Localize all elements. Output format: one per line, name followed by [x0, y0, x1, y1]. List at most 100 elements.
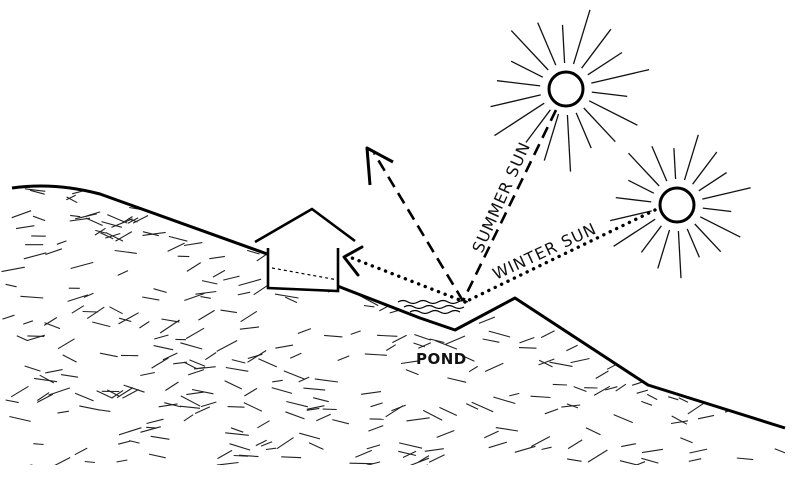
hatch-stroke	[26, 334, 45, 342]
hatch-stroke	[621, 443, 637, 448]
hatch-stroke	[484, 430, 499, 439]
hatch-stroke	[237, 291, 251, 296]
hatch-stroke	[414, 333, 431, 341]
hatch-stroke	[279, 186, 301, 192]
hatch-stroke	[246, 249, 260, 255]
hatch-stroke	[697, 414, 715, 420]
hatch-stroke	[361, 391, 382, 395]
hatch-stroke	[132, 180, 148, 181]
hatch-stroke	[83, 292, 94, 298]
hatch-stroke	[405, 369, 419, 376]
hatch-stroke	[70, 261, 94, 270]
hatch-stroke	[783, 228, 785, 233]
hatch-stroke	[526, 194, 548, 203]
hatch-stroke	[36, 393, 54, 403]
hatch-stroke	[176, 211, 196, 215]
hatch-stroke	[142, 231, 166, 236]
hatch-stroke	[697, 300, 713, 304]
winter-sun-label: WINTER SUN	[490, 219, 600, 284]
hatch-stroke	[57, 338, 75, 350]
hatch-stroke	[478, 316, 496, 324]
hatch-stroke	[726, 212, 742, 221]
hatch-stroke	[122, 216, 133, 224]
hatch-stroke	[183, 414, 194, 422]
hatch-stroke	[60, 374, 79, 378]
hatch-stroke	[85, 217, 103, 227]
hatch-stroke	[229, 443, 251, 451]
hatch-stroke	[773, 178, 786, 182]
hatch-stroke	[193, 366, 206, 370]
hatch-stroke	[558, 207, 575, 216]
hatch-stroke	[628, 303, 640, 310]
hatch-stroke	[710, 274, 721, 281]
hatch-stroke	[168, 235, 188, 242]
hatch-stroke	[493, 396, 516, 405]
hatch-stroke	[685, 325, 703, 331]
sun-ray	[628, 152, 660, 187]
hatch-stroke	[74, 392, 94, 402]
summer-sun-label: SUMMER SUN	[468, 139, 534, 256]
hatch-stroke	[651, 338, 673, 344]
hatch-stroke	[406, 417, 430, 422]
hatch-stroke	[317, 225, 335, 237]
hatch-stroke	[386, 179, 404, 182]
hatch-stroke	[123, 384, 145, 393]
hatch-stroke	[146, 426, 157, 429]
hatch-stroke	[186, 391, 205, 396]
hatch-stroke	[57, 410, 69, 414]
hatch-stroke	[260, 441, 273, 447]
hatch-stroke	[552, 272, 570, 276]
hatch-stroke	[363, 304, 375, 308]
hatch-stroke	[771, 247, 785, 256]
sun-ray	[640, 225, 662, 253]
hatch-stroke	[646, 393, 658, 401]
hatch-stroke	[37, 392, 50, 401]
hatch-stroke	[84, 460, 95, 464]
hatch-stroke	[514, 445, 536, 453]
hatch-stroke	[722, 268, 746, 271]
sun-ray	[673, 148, 677, 180]
hatch-stroke	[202, 214, 218, 220]
hatch-stroke	[368, 195, 380, 201]
sun-ray	[537, 22, 557, 66]
hatch-stroke	[279, 228, 302, 238]
hatch-stroke	[763, 268, 780, 275]
hatch-stroke	[559, 302, 577, 308]
sun-ray	[588, 100, 638, 126]
sun-ray	[525, 109, 551, 143]
hatch-stroke	[191, 388, 214, 395]
hatch-stroke	[706, 376, 721, 385]
summer-reflection-arrowhead	[365, 146, 394, 186]
hatch-stroke	[240, 202, 259, 212]
hatch-stroke	[377, 212, 398, 218]
hatch-stroke	[306, 405, 325, 410]
hatch-stroke	[15, 225, 35, 230]
hatch-stroke	[100, 409, 111, 412]
hatch-stroke	[668, 396, 679, 401]
hatch-stroke	[183, 242, 203, 247]
hatch-stroke	[39, 374, 55, 384]
sun-ray	[561, 24, 566, 64]
hatch-stroke	[34, 377, 58, 383]
hatch-stroke	[392, 334, 407, 344]
hatch-stroke	[285, 411, 305, 420]
hatch-stroke	[283, 370, 306, 380]
hatch-stroke	[731, 337, 753, 346]
hatch-stroke	[312, 397, 329, 403]
sun-ray	[575, 112, 592, 149]
hatch-stroke	[24, 365, 41, 372]
hatch-stroke	[2, 314, 15, 320]
hatch-stroke	[452, 201, 471, 206]
sun-ray	[591, 68, 650, 84]
hatch-stroke	[620, 328, 643, 338]
hatch-stroke	[576, 294, 596, 303]
hatch-stroke	[201, 280, 218, 285]
hatch-stroke	[257, 420, 270, 429]
hatch-stroke	[533, 190, 547, 195]
hatch-stroke	[737, 385, 749, 390]
hatch-stroke	[128, 440, 140, 444]
hatch-stroke	[779, 337, 785, 342]
hatch-stroke	[79, 405, 101, 411]
house-body	[266, 248, 340, 293]
hatch-stroke	[586, 304, 610, 308]
